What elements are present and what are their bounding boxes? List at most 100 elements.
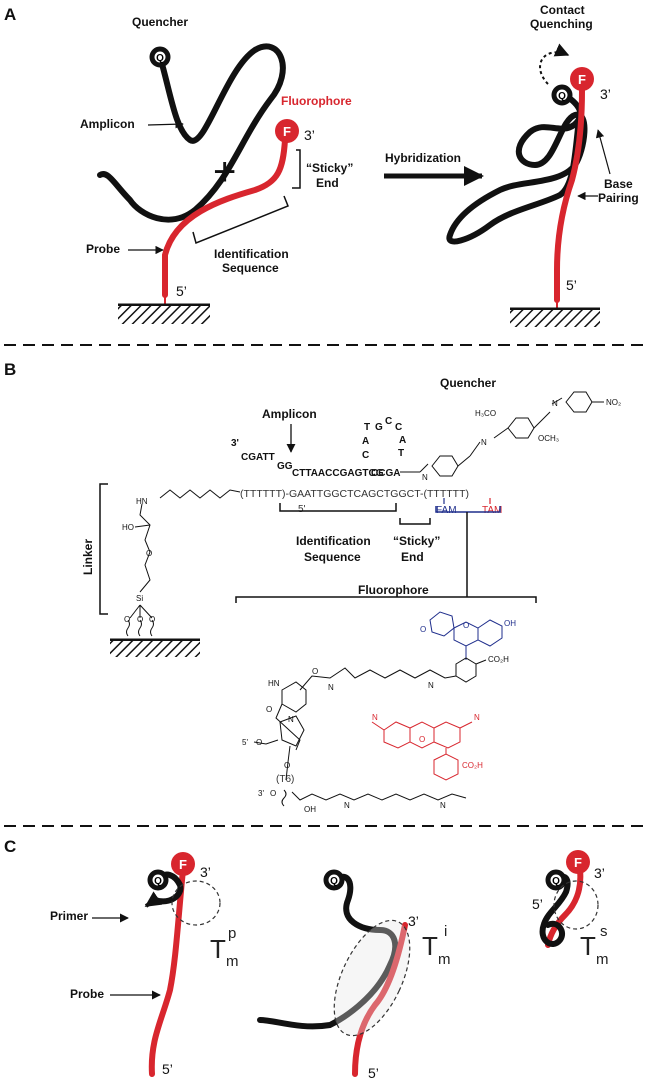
chem-si: Si <box>136 594 143 603</box>
three-prime-label: 3’ <box>304 127 315 143</box>
panel-a: A Q Quencher + Amplicon F Fluorophore 3’… <box>4 3 639 327</box>
three-prime-label-2: 3’ <box>600 86 611 102</box>
chem-hn-base: HN <box>268 679 280 688</box>
chem-n-base: N <box>288 715 294 724</box>
probe-label-c: Probe <box>70 987 104 1001</box>
chem-h3co: H₃CO <box>475 409 496 418</box>
chem-o1: O <box>124 615 130 624</box>
chem-3prime-b: 3' <box>258 789 264 798</box>
sticky-label-b: “Sticky” <box>393 534 440 548</box>
svg-text:F: F <box>578 72 586 87</box>
svg-text:F: F <box>179 857 187 872</box>
five-prime-label: 5’ <box>176 283 187 299</box>
probe-strand-c3 <box>545 867 584 948</box>
tm-i-ellipse <box>333 919 411 1037</box>
quencher-label: Quencher <box>132 15 188 29</box>
probe-strand <box>162 137 288 298</box>
tm-s-sup: s <box>600 923 608 940</box>
three-prime-c2: 3’ <box>408 913 419 929</box>
quencher-q-icon-c2: Q <box>323 869 345 891</box>
chem-o-sugar: O <box>256 738 262 747</box>
probe-strand-c2 <box>352 922 408 1077</box>
sticky-label: “Sticky” <box>306 161 353 175</box>
loop-t2: T <box>398 448 404 459</box>
chem-ho: HO <box>122 523 134 532</box>
linker-label: Linker <box>81 539 95 575</box>
five-prime-c3: 5’ <box>532 896 543 912</box>
hybridized-amplicon <box>446 92 588 245</box>
fluorophore-f-icon-c3: F <box>566 850 590 874</box>
contact-quenching-arc <box>539 43 570 85</box>
chem-fam-o: O <box>420 625 426 634</box>
identification-bracket-b <box>279 503 397 512</box>
quencher-q-icon-c3: Q <box>545 869 567 891</box>
chem-n-quencher: N <box>422 473 428 482</box>
panel-c: C Q F 3’ 5’ Primer Probe T p m Q 3’ 5’ <box>4 837 609 1081</box>
loop-g: G <box>375 422 383 433</box>
seq-bottom: (TTTTTT)-GAATTGGCTCAGCTGGCT-(TTTTTT) <box>240 488 469 500</box>
quencher-label-b: Quencher <box>440 376 496 390</box>
quencher-q-icon: Q <box>149 46 171 68</box>
identification-label-b: Identification <box>296 534 371 548</box>
sequence-label-b: Sequence <box>304 550 361 564</box>
tam-label: TAM <box>482 505 502 516</box>
fam-label: FAM <box>436 505 457 516</box>
seq-5prime: 5' <box>298 504 306 515</box>
end-label: End <box>316 176 339 190</box>
chem-fam-ring-o: O <box>463 621 469 630</box>
chem-o-sugar2: O <box>284 761 290 770</box>
surface-hatch <box>118 306 210 324</box>
fluorophore-f-icon-2: F <box>570 67 594 91</box>
hybridization-label: Hybridization <box>385 151 461 165</box>
quencher-q-icon-2: Q <box>551 84 573 106</box>
linker-molecule <box>126 489 241 637</box>
chem-o-linker: O <box>146 549 152 558</box>
base-pairing-arrow-up <box>595 129 611 175</box>
loop-t: T <box>364 422 370 433</box>
svg-text:Q: Q <box>154 876 162 887</box>
quencher-q-icon-c1: Q <box>147 869 169 891</box>
sequence-label: Sequence <box>222 261 279 275</box>
amplicon-strand-c2 <box>257 873 399 1030</box>
primer-label: Primer <box>50 909 88 923</box>
chem-n-tam-1: N <box>344 801 350 810</box>
chem-oh-linker: OH <box>304 805 316 814</box>
plus-sign: + <box>213 150 236 194</box>
chem-o-base: O <box>266 705 272 714</box>
chem-5prime-b: 5' <box>242 738 248 747</box>
amplicon-label-b: Amplicon <box>262 407 317 421</box>
svg-text:F: F <box>574 855 582 870</box>
identification-label: Identification <box>214 247 289 261</box>
chem-n-azo2: N <box>552 399 558 408</box>
tam-molecule <box>371 721 473 781</box>
amplicon-arrow <box>147 120 184 129</box>
loop-c1: C <box>385 416 392 427</box>
five-prime-c1: 5’ <box>162 1061 173 1077</box>
chem-tam-o: O <box>419 735 425 744</box>
sticky-bracket-b <box>399 518 431 525</box>
tm-i-t: T <box>422 931 438 961</box>
amplicon-label: Amplicon <box>80 117 135 131</box>
three-prime-c1: 3’ <box>200 864 211 880</box>
chem-n-amide-2: N <box>328 683 334 692</box>
loop-c2: C <box>395 422 402 433</box>
chem-co2h-2: CO₂H <box>462 761 483 770</box>
fam-molecule <box>429 611 503 660</box>
linker-bracket <box>99 483 108 615</box>
quencher-molecule <box>400 391 604 477</box>
svg-text:F: F <box>283 124 291 139</box>
three-prime-c3: 3’ <box>594 865 605 881</box>
identification-bracket <box>192 195 289 245</box>
seq-gg: GG <box>277 461 293 472</box>
chem-o-amide: O <box>312 667 318 676</box>
quenching-label: Quenching <box>530 17 593 31</box>
panel-c-label: C <box>4 837 16 856</box>
svg-text:Q: Q <box>156 53 164 64</box>
chem-tam-n2: N <box>474 713 480 722</box>
tm-p-ellipse <box>171 880 221 926</box>
chem-n-tam-2: N <box>440 801 446 810</box>
chem-n-amide-1: N <box>428 681 434 690</box>
hybridized-probe <box>554 87 585 303</box>
chem-fam-oh: OH <box>504 619 516 628</box>
